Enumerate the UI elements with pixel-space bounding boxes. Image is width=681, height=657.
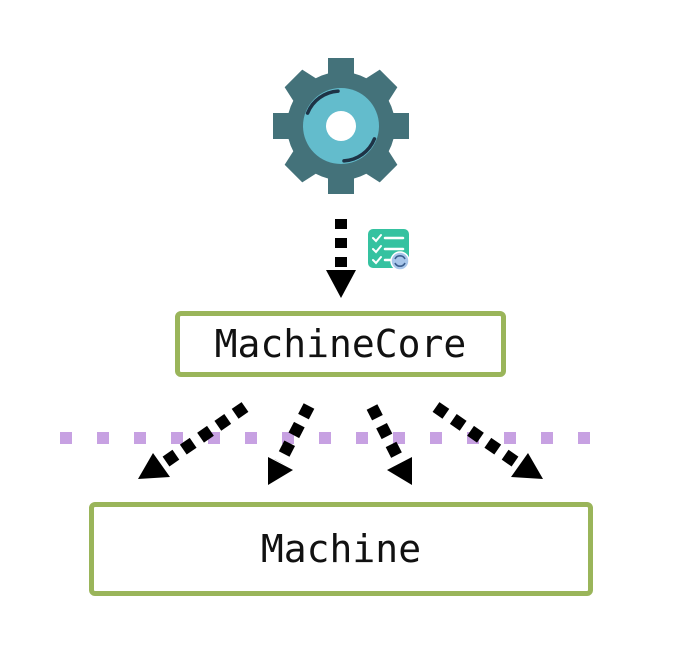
node-machine-label: Machine [260,527,422,571]
gear-arc-lower [342,137,377,163]
edge-gear-to-core [326,219,356,298]
sync-arrow-top [394,255,406,260]
sync-badge [390,251,410,271]
check-mark-2 [372,245,382,254]
gear-hole [326,111,356,141]
gear-arc-upper [305,89,340,115]
check-mark-3 [372,256,382,265]
edge-core-to-machine-3-arrowhead [387,457,412,485]
edge-core-to-machine-3 [366,404,412,485]
edge-core-to-machine-2-line [274,403,315,465]
gear-icon [273,58,409,194]
edge-core-to-machine-1 [138,402,249,479]
node-machine: Machine [89,502,593,596]
edge-core-to-machine-2 [268,403,315,485]
edge-core-to-machine-4-line [432,402,524,470]
edge-core-to-machine-1-arrowhead [138,453,170,479]
node-machinecore-label: MachineCore [214,322,467,366]
checklist-sync-icon [368,229,410,271]
edge-core-to-machine-4-arrowhead [511,453,543,479]
edge-core-to-machine-2-arrowhead [268,457,293,485]
node-machinecore: MachineCore [175,311,506,377]
edge-core-to-machine-3-line [366,404,406,465]
sync-arrow-bottom [394,262,406,267]
check-mark-1 [372,234,382,243]
edge-gear-to-core-arrowhead [326,270,356,298]
edge-core-to-machine-4 [432,402,543,479]
edge-core-to-machine-1-line [157,402,249,470]
